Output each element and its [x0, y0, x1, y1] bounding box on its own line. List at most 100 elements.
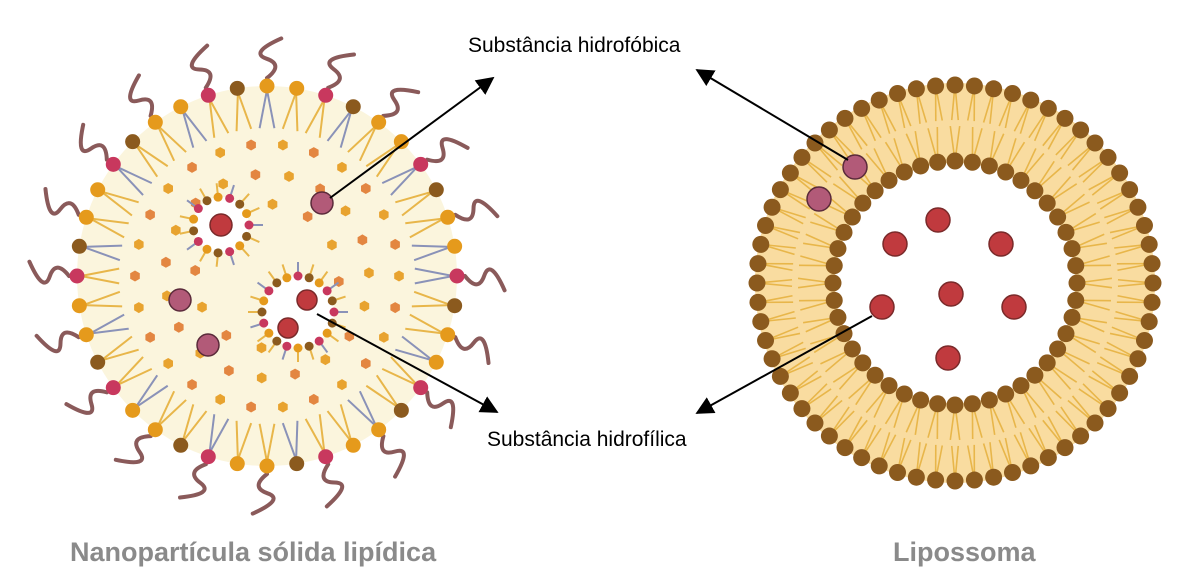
lipid-head — [429, 182, 444, 197]
bilayer-head — [1136, 332, 1153, 349]
hydrophilic-drug — [926, 208, 950, 232]
hydrophilic-drug — [989, 232, 1013, 256]
bilayer-head — [889, 464, 906, 481]
micelle-head — [272, 337, 281, 346]
lipid-tail — [83, 246, 122, 247]
bilayer-head — [985, 469, 1002, 486]
peg-chain — [29, 262, 69, 283]
micelle-head — [259, 296, 268, 305]
peg-chain — [382, 436, 404, 476]
lipid-head — [318, 88, 333, 103]
bilayer-head — [1067, 257, 1084, 274]
hydrophilic-drug — [870, 295, 894, 319]
peg-chain — [37, 332, 79, 351]
lipid-tail — [237, 421, 238, 460]
bilayer-head — [981, 392, 998, 409]
bilayer-head — [1145, 275, 1162, 292]
bilayer-head — [1072, 121, 1089, 138]
micelle-head — [214, 248, 223, 257]
bilayer-head — [1129, 199, 1146, 216]
peg-chain — [323, 464, 342, 506]
lipid-head — [429, 355, 444, 370]
bilayer-head — [1057, 439, 1074, 456]
hydrophilic-drug — [278, 318, 298, 338]
bilayer-head — [947, 473, 964, 490]
bilayer-head — [929, 154, 946, 171]
bilayer-head — [764, 350, 781, 367]
lipid-head — [450, 269, 465, 284]
bilayer-head — [997, 385, 1014, 402]
bilayer-head — [853, 100, 870, 117]
bilayer-head — [966, 472, 983, 489]
micelle-head — [264, 286, 273, 295]
micelle-head — [235, 200, 244, 209]
bilayer-head — [821, 121, 838, 138]
bilayer-head — [1129, 350, 1146, 367]
lipid-head — [318, 449, 333, 464]
peg-chain — [260, 38, 281, 78]
bilayer-head — [1049, 209, 1066, 226]
hydrophilic-drug — [936, 346, 960, 370]
micelle-head — [294, 272, 303, 281]
bilayer-head — [1057, 110, 1074, 127]
peg-chain — [328, 54, 354, 87]
lipid-head — [72, 239, 87, 254]
hydrophilic-drug — [939, 282, 963, 306]
lipid-head — [72, 298, 87, 313]
bilayer-head — [821, 428, 838, 445]
bilayer-head — [966, 77, 983, 94]
lipid-head — [260, 459, 275, 474]
bilayer-head — [1121, 181, 1138, 198]
micelle-head — [264, 329, 273, 338]
micelle-head — [259, 319, 268, 328]
bilayer-head — [844, 340, 861, 357]
micelle-head — [328, 296, 337, 305]
lipid-head — [201, 88, 216, 103]
lipid-head — [125, 403, 140, 418]
bilayer-head — [1064, 240, 1081, 257]
bilayer-head — [836, 224, 853, 241]
right-caption: Lipossoma — [893, 537, 1037, 567]
bilayer-head — [829, 240, 846, 257]
bilayer-head — [1069, 275, 1086, 292]
peg-chain — [465, 269, 505, 290]
bilayer-head — [985, 80, 1002, 97]
peg-chain — [253, 474, 274, 514]
micelle-head — [235, 241, 244, 250]
micelle-head — [315, 337, 324, 346]
bilayer-head — [871, 92, 888, 109]
bilayer-head — [929, 395, 946, 412]
bilayer-head — [1040, 100, 1057, 117]
bilayer-head — [912, 392, 929, 409]
lipid-head — [289, 81, 304, 96]
bilayer-head — [981, 157, 998, 174]
bilayer-head — [867, 182, 884, 199]
bilayer-head — [829, 309, 846, 326]
bilayer-head — [896, 164, 913, 181]
micelle-head — [294, 344, 303, 353]
bilayer-head — [1141, 313, 1158, 330]
micelle-head — [194, 204, 203, 213]
lipid-head — [413, 380, 428, 395]
micelle-head — [323, 329, 332, 338]
bilayer-head — [1040, 449, 1057, 466]
micelle-core — [262, 276, 334, 348]
bilayer-head — [1144, 255, 1161, 272]
bilayer-head — [912, 157, 929, 174]
lipid-head — [79, 210, 94, 225]
bilayer-head — [836, 110, 853, 127]
bilayer-head — [947, 153, 964, 170]
bilayer-head — [964, 154, 981, 171]
micelle-head — [282, 273, 291, 282]
micelle-head — [245, 221, 254, 230]
lipid-tail — [412, 246, 451, 247]
bilayer-head — [896, 385, 913, 402]
bilayer-head — [1064, 309, 1081, 326]
micelle-head — [323, 286, 332, 295]
lipid-head — [90, 182, 105, 197]
micelle-head — [189, 226, 198, 235]
bilayer-head — [853, 449, 870, 466]
bilayer-head — [867, 367, 884, 384]
peg-chain — [427, 139, 467, 161]
